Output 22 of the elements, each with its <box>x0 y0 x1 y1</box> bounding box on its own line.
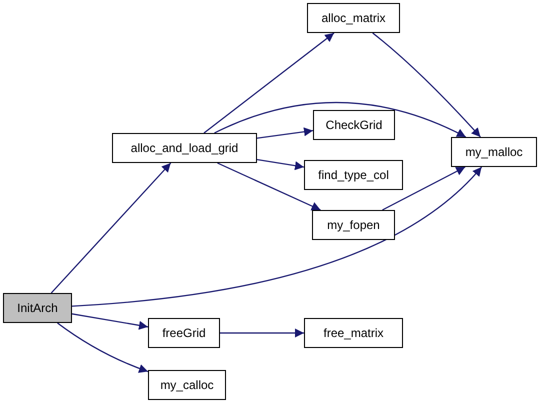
arrow <box>72 313 148 330</box>
function-box: free_matrix <box>304 318 403 348</box>
function-box: my_malloc <box>451 137 537 167</box>
arrow <box>372 32 481 138</box>
arrow <box>382 166 466 211</box>
arrow <box>214 102 466 138</box>
function-box: InitArch <box>3 293 72 323</box>
function-box: freeGrid <box>148 318 220 348</box>
function-box: find_type_col <box>304 160 403 190</box>
arrow <box>217 162 321 211</box>
function-box: my_fopen <box>312 210 395 240</box>
function-box: alloc_matrix <box>307 3 400 33</box>
arrow <box>256 159 304 170</box>
arrow <box>220 328 304 338</box>
arrow <box>50 162 172 294</box>
function-box: alloc_and_load_grid <box>112 133 257 163</box>
function-box: CheckGrid <box>313 110 395 140</box>
arrow <box>72 166 482 307</box>
arrow <box>204 32 334 134</box>
arrow <box>256 127 314 139</box>
arrow <box>57 322 148 373</box>
function-box: my_calloc <box>148 370 226 400</box>
